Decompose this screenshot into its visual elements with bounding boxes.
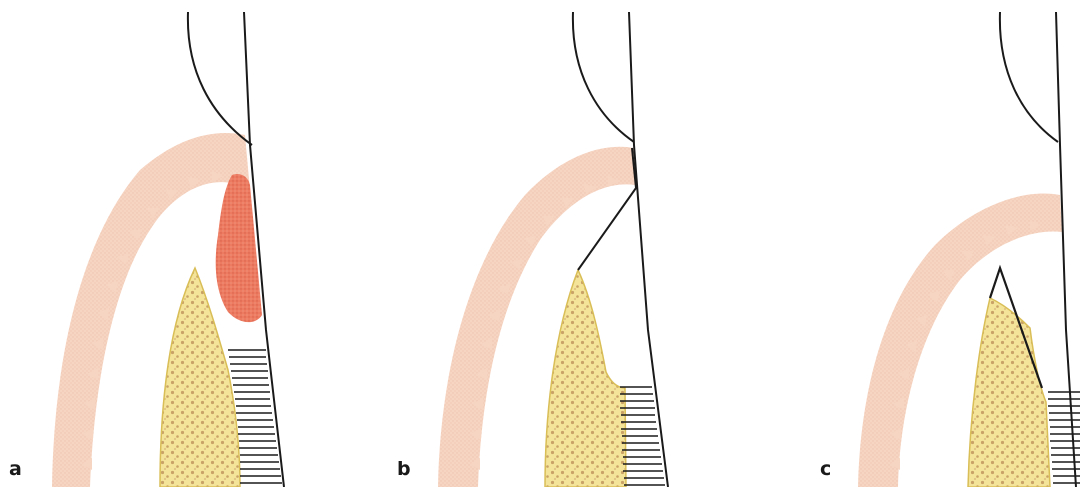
tooth-surface-c — [1056, 12, 1076, 487]
panel-c — [858, 12, 1080, 487]
panel-b — [438, 12, 668, 487]
panel-a — [52, 12, 284, 487]
crown-outline-c — [1000, 12, 1058, 142]
panel-label-a: a — [9, 460, 22, 479]
crown-outline-b — [573, 12, 634, 142]
alveolar-bone-c — [968, 298, 1050, 487]
tooth-surface-b — [629, 12, 668, 487]
pdl-fibers-b — [620, 387, 665, 485]
crown-outline-a — [188, 12, 252, 145]
alveolar-bone-b — [545, 270, 626, 487]
panel-label-c: c — [820, 460, 831, 479]
panel-label-b: b — [397, 460, 411, 479]
